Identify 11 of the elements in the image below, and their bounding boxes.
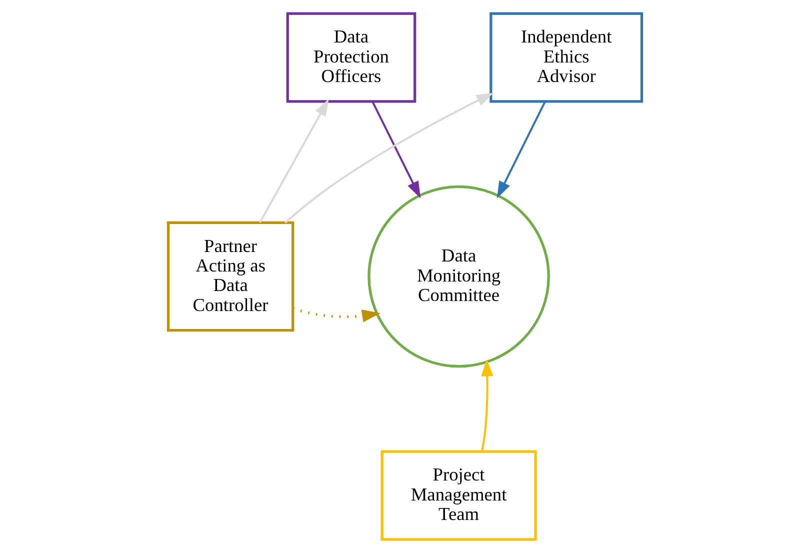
arrow xyxy=(371,101,420,198)
node-box: Independent Ethics Advisor xyxy=(489,12,643,103)
arrow xyxy=(480,359,493,452)
arrow xyxy=(292,307,380,322)
node-box: Partner Acting as Data Controller xyxy=(166,221,294,332)
node-box: Project Management Team xyxy=(380,450,536,541)
node-box: Data Protection Officers xyxy=(286,12,416,103)
arrow xyxy=(258,98,328,224)
node-circle: Data Monitoring Committee xyxy=(367,185,550,368)
arrow xyxy=(284,92,494,224)
arrow xyxy=(496,101,546,198)
